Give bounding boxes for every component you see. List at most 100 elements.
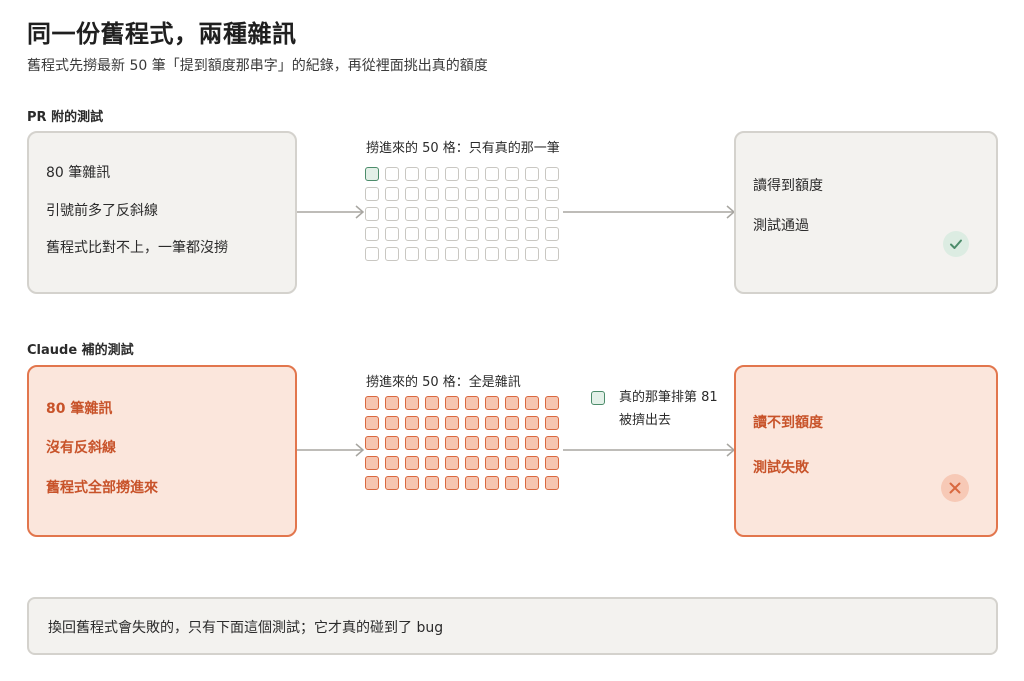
grid-cell (485, 396, 499, 410)
grid-cell (385, 436, 399, 450)
claude-input-line-1: 80 筆雜訊 (46, 401, 113, 417)
grid-cell (405, 456, 419, 470)
grid-cell (545, 416, 559, 430)
grid-cell (445, 227, 459, 241)
pr-input-line-1: 80 筆雜訊 (46, 165, 111, 181)
grid-cell (365, 187, 379, 201)
grid-cell (465, 167, 479, 181)
grid-cell (545, 476, 559, 490)
grid-cell (445, 416, 459, 430)
grid-cell (505, 416, 519, 430)
grid-cell (505, 187, 519, 201)
grid-cell (545, 247, 559, 261)
grid-cell (485, 247, 499, 261)
grid-cell (385, 247, 399, 261)
grid-cell (485, 227, 499, 241)
grid-cell (465, 207, 479, 221)
grid-cell (445, 476, 459, 490)
grid-cell (365, 247, 379, 261)
grid-cell (465, 187, 479, 201)
grid-cell (525, 167, 539, 181)
grid-cell (545, 207, 559, 221)
grid-cell (425, 456, 439, 470)
grid-cell (545, 456, 559, 470)
x-icon (941, 474, 969, 502)
grid-cell (385, 456, 399, 470)
grid-cell (365, 456, 379, 470)
grid-cell (465, 227, 479, 241)
claude-result-line-1: 讀不到額度 (753, 415, 823, 431)
grid-cell (425, 187, 439, 201)
grid-cell (525, 187, 539, 201)
grid-cell (525, 396, 539, 410)
grid-cell (525, 416, 539, 430)
pr-input-line-2: 引號前多了反斜線 (46, 203, 158, 219)
pr-test-label: PR 附的測試 (27, 110, 104, 125)
grid-cell (465, 247, 479, 261)
grid-cell (405, 247, 419, 261)
grid-cell (385, 207, 399, 221)
grid-cell (525, 456, 539, 470)
grid-cell (545, 436, 559, 450)
grid-cell (405, 227, 419, 241)
grid-cell (485, 476, 499, 490)
page-subtitle: 舊程式先撈最新 50 筆「提到額度那串字」的紀錄，再從裡面挑出真的額度 (27, 58, 488, 74)
grid-cell (525, 247, 539, 261)
grid-cell (485, 416, 499, 430)
grid-cell (405, 207, 419, 221)
grid-cell (505, 227, 519, 241)
grid-cell (545, 227, 559, 241)
pr-input-box: 80 筆雜訊 引號前多了反斜線 舊程式比對不上，一筆都沒撈 (27, 131, 297, 294)
grid-cell (425, 396, 439, 410)
grid-cell (525, 436, 539, 450)
grid-cell (485, 207, 499, 221)
grid-cell (545, 396, 559, 410)
footer-note: 換回舊程式會失敗的，只有下面這個測試；它才真的碰到了 bug (27, 597, 998, 655)
grid-cell (365, 436, 379, 450)
grid-cell (445, 247, 459, 261)
grid-cell (505, 207, 519, 221)
grid-cell (445, 207, 459, 221)
pr-result-grid (365, 167, 559, 261)
grid-cell (425, 167, 439, 181)
grid-cell (485, 167, 499, 181)
claude-result-line-2: 測試失敗 (753, 460, 809, 476)
grid-cell (505, 436, 519, 450)
grid-cell (485, 187, 499, 201)
pr-grid-caption: 撈進來的 50 格：只有真的那一筆 (366, 141, 560, 156)
grid-cell (465, 456, 479, 470)
grid-cell (385, 167, 399, 181)
grid-cell (365, 227, 379, 241)
page-title: 同一份舊程式，兩種雜訊 (27, 20, 297, 48)
grid-cell (405, 476, 419, 490)
pr-input-line-3: 舊程式比對不上，一筆都沒撈 (46, 240, 228, 256)
grid-cell (465, 476, 479, 490)
check-icon (943, 231, 969, 257)
grid-cell (525, 227, 539, 241)
claude-input-line-2: 沒有反斜線 (46, 440, 116, 456)
grid-cell (425, 476, 439, 490)
grid-cell (385, 227, 399, 241)
grid-cell (465, 416, 479, 430)
side-note-line-2: 被擠出去 (619, 413, 672, 428)
grid-cell (365, 476, 379, 490)
claude-result-grid (365, 396, 559, 490)
grid-cell (525, 207, 539, 221)
grid-cell (385, 416, 399, 430)
grid-cell (425, 436, 439, 450)
grid-cell (425, 207, 439, 221)
claude-input-line-3: 舊程式全部撈進來 (46, 480, 158, 496)
grid-cell (405, 167, 419, 181)
grid-cell (385, 187, 399, 201)
grid-cell (505, 476, 519, 490)
grid-cell (485, 436, 499, 450)
grid-cell (385, 396, 399, 410)
grid-cell (525, 476, 539, 490)
claude-test-label: Claude 補的測試 (27, 343, 134, 358)
grid-cell (465, 436, 479, 450)
grid-cell (505, 456, 519, 470)
grid-cell (385, 476, 399, 490)
claude-grid-caption: 撈進來的 50 格：全是雜訊 (366, 375, 521, 390)
pr-result-line-1: 讀得到額度 (753, 178, 823, 194)
